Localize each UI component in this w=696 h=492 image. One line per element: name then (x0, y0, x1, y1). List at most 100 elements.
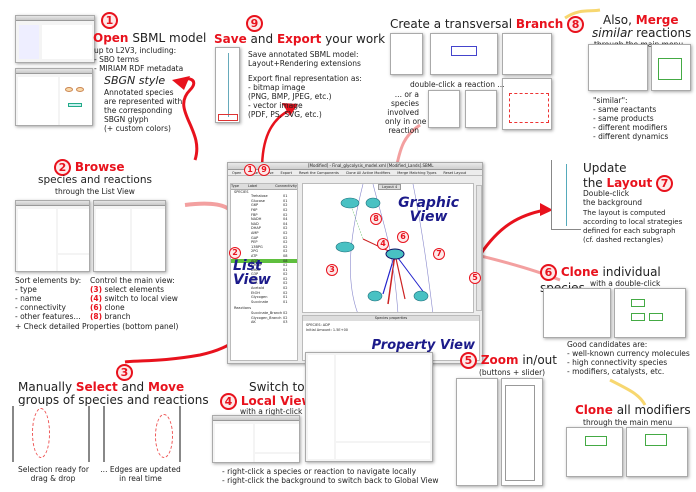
branch-shot-5 (428, 90, 460, 128)
arrow-to-layout (478, 208, 546, 256)
arrow-head-open (172, 76, 190, 90)
list-item-connectivity: 02 (283, 263, 288, 268)
merge-title-2: similar reactions (592, 26, 692, 40)
branch-shot-1 (390, 33, 423, 75)
layout-button[interactable]: Layout 4 (378, 184, 402, 190)
main-window: [Modified] - Final_glycolysis_model.xml … (227, 162, 483, 364)
window-title: [Modified] - Final_glycolysis_model.xml … (308, 163, 434, 168)
zoom-shot-2 (501, 378, 543, 486)
network-graph (335, 184, 434, 312)
list-item-label: Glycogen (251, 295, 268, 300)
list-item-connectivity: 01 (283, 198, 288, 203)
zoom-slider[interactable] (476, 185, 482, 311)
open-dialog-screenshot (15, 15, 95, 63)
callout-7: 7 (433, 243, 445, 262)
menu-save[interactable]: Save (264, 171, 274, 175)
list-item-label: Acetald (251, 286, 265, 291)
layout-screenshot (551, 160, 581, 230)
list-item-label: PEP (251, 240, 258, 245)
step6-subtitle: with a double-click (590, 279, 661, 288)
list-item[interactable]: Glycogen 01 (231, 295, 297, 300)
list-item-connectivity: 01 (283, 194, 288, 199)
list-item-label: AK (251, 320, 256, 325)
menu-clone-modifiers[interactable]: Clone All Active Modifiers (345, 171, 391, 175)
list-item-connectivity: 04 (283, 221, 288, 226)
list-item-connectivity: 01 (283, 295, 288, 300)
step6-candidates: Good candidates are: - well-known curren… (567, 340, 690, 376)
list-item-connectivity: 02 (283, 203, 288, 208)
list-item-connectivity: 08 (283, 253, 288, 258)
list-header: Type Label Connectivity (231, 184, 297, 190)
list-item[interactable]: AK 03 (231, 320, 297, 325)
list-item-label: Glycogen_Branch (251, 315, 282, 320)
callout-4: 4 (377, 233, 389, 252)
local-view-shot-1 (212, 415, 300, 463)
control-list: Control the main view: (3) select elemen… (90, 276, 178, 321)
list-item-connectivity: 02 (283, 249, 288, 254)
menu-merge-types[interactable]: Merge Matching Types (397, 171, 437, 175)
list-item-connectivity: 02 (283, 230, 288, 235)
callout-9: 9 (258, 159, 270, 178)
list-item-label: Succinate (251, 299, 269, 304)
list-item-label: 2PG (251, 249, 259, 254)
step3-subtitle: groups of species and reactions (18, 393, 209, 407)
menu-reset-layout[interactable]: Reset Layout (443, 171, 467, 175)
list-item-label: EtOH (251, 290, 260, 295)
species-group[interactable]: SPECIES (234, 189, 249, 194)
merge-shot-2 (651, 44, 691, 91)
arrow-head-save (282, 103, 298, 116)
list-item-label: AMP (251, 230, 259, 235)
menu-reset-components[interactable]: Reset the Components (298, 171, 339, 175)
list-item[interactable]: 2PG 02 (231, 249, 297, 254)
browse-shot-1 (15, 200, 90, 272)
list-item[interactable]: Succinate 01 (231, 300, 297, 305)
step5-title: 5 Zoom in/out (460, 352, 557, 369)
menu-open[interactable]: Open (232, 171, 242, 175)
list-item-label: PYR (251, 281, 258, 286)
step3-number: 3 (116, 362, 133, 381)
clone-shot-1 (543, 288, 611, 338)
branch-shot-2 (430, 33, 498, 75)
reactions-group[interactable]: Reactions (234, 306, 252, 311)
list-item[interactable]: AMP 02 (231, 231, 297, 236)
list-item-connectivity: 01 (283, 299, 288, 304)
clone-all-title: Clone all modifiers (575, 403, 691, 417)
branch-shot-3 (502, 33, 552, 75)
list-item-connectivity: 03 (283, 320, 288, 325)
menu-export[interactable]: Export (280, 171, 292, 175)
clone-shot-2 (614, 288, 686, 338)
step9-lines: Save annotated SBML model:Layout+Renderi… (248, 50, 362, 119)
step1-number: 1 (101, 10, 118, 29)
step1-title: Open SBML model (93, 31, 207, 45)
step1-lines: up to L2V3, including:- SBO terms- MIRIA… (94, 46, 184, 73)
step8-title: Create a transversal Branch 8 (390, 16, 585, 33)
list-item-label: DHAP (251, 267, 261, 272)
step4-title: 4 Local View (220, 393, 313, 410)
list-item-connectivity: 02 (283, 212, 288, 217)
